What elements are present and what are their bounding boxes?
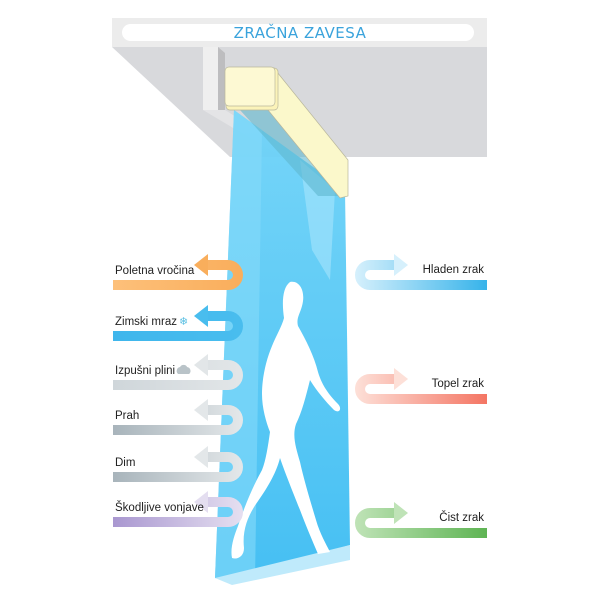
- left-item-label: Dim: [115, 457, 135, 469]
- woman-silhouette: [231, 281, 341, 559]
- outgoing-arrow: [355, 508, 487, 538]
- left-item-label: Prah: [115, 410, 139, 422]
- left-item-3: Prah: [113, 399, 243, 435]
- title-banner: [122, 24, 474, 41]
- return-arrow: [113, 260, 243, 290]
- left-item-label: Škodljive vonjave: [115, 501, 204, 514]
- arrowhead-left: [194, 491, 208, 513]
- diagram-title: ZRAČNA ZAVESA: [234, 23, 367, 42]
- left-item-label: Poletna vročina: [115, 265, 195, 277]
- right-item-2: Čist zrak: [355, 502, 487, 538]
- arrowhead-right: [394, 254, 408, 276]
- right-item-1: Topel zrak: [355, 368, 487, 404]
- return-arrow: [113, 311, 243, 341]
- right-item-label: Hladen zrak: [423, 264, 485, 276]
- left-item-2: Izpušni plini: [113, 354, 243, 390]
- arrowhead-right: [394, 368, 408, 390]
- right-item-label: Čist zrak: [439, 511, 484, 524]
- left-item-4: Dim: [113, 446, 243, 482]
- left-item-label: Zimski mraz: [115, 316, 177, 328]
- snowflake-icon: ❄: [179, 316, 188, 328]
- right-item-label: Topel zrak: [432, 378, 485, 390]
- outgoing-arrow: [355, 374, 487, 404]
- arrowhead-left: [194, 305, 208, 327]
- air-curtain-unit: [224, 66, 349, 199]
- left-item-5: Škodljive vonjave: [113, 491, 243, 527]
- arrowhead-left: [194, 254, 208, 276]
- left-item-1: Zimski mraz❄: [113, 305, 243, 341]
- return-arrow: [113, 497, 243, 527]
- cloud-icon: [176, 364, 191, 374]
- arrowhead-left: [194, 446, 208, 468]
- return-arrow: [113, 360, 243, 390]
- left-item-label: Izpušni plini: [115, 365, 175, 377]
- right-item-0: Hladen zrak: [355, 254, 487, 290]
- return-arrow: [113, 452, 243, 482]
- arrowhead-left: [194, 354, 208, 376]
- arrowhead-left: [194, 399, 208, 421]
- outgoing-arrow: [355, 260, 487, 290]
- return-arrow: [113, 405, 243, 435]
- left-item-0: Poletna vročina: [113, 254, 243, 290]
- arrowhead-right: [394, 502, 408, 524]
